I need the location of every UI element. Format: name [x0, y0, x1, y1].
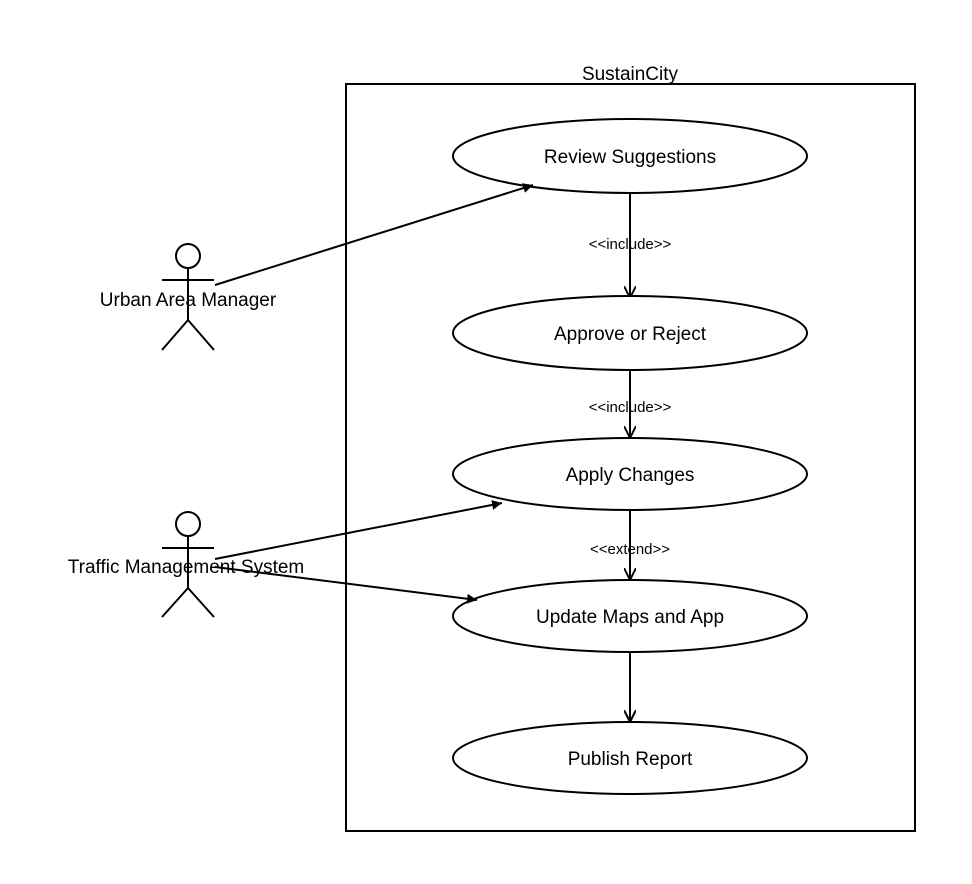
review-suggestions-label: Review Suggestions: [544, 147, 716, 168]
stick-figure-icon: [161, 511, 215, 618]
actor-traffic-management-system: Traffic Management System: [68, 511, 305, 618]
edge-traffic-to-update: [214, 566, 478, 604]
approve-or-reject-label: Approve or Reject: [554, 324, 707, 345]
actor-urban-area-manager: Urban Area Manager: [100, 243, 277, 351]
edge-traffic-to-apply: [214, 500, 503, 560]
publish-report-label: Publish Report: [568, 749, 693, 770]
use-case-approve-or-reject: Approve or Reject: [452, 295, 808, 371]
approve-or-reject-ellipse: [452, 295, 808, 371]
actor-label-traffic-management-system: Traffic Management System: [68, 557, 305, 578]
use-case-publish-report: Publish Report: [452, 721, 808, 795]
use-case-review-suggestions: Review Suggestions: [452, 118, 808, 194]
apply-changes-label: Apply Changes: [566, 465, 695, 486]
actor-associations: [214, 183, 534, 604]
include-label-1: <<include>>: [589, 236, 672, 253]
stick-figure-icon: [161, 243, 215, 351]
extend-label: <<extend>>: [590, 541, 670, 558]
edge-manager-to-review: [214, 183, 534, 286]
actor-label-urban-area-manager: Urban Area Manager: [100, 290, 277, 311]
system-name: SustainCity: [582, 64, 679, 85]
update-maps-and-app-label: Update Maps and App: [536, 607, 724, 628]
include-label-2: <<include>>: [589, 399, 672, 416]
review-suggestions-ellipse: [452, 118, 808, 194]
